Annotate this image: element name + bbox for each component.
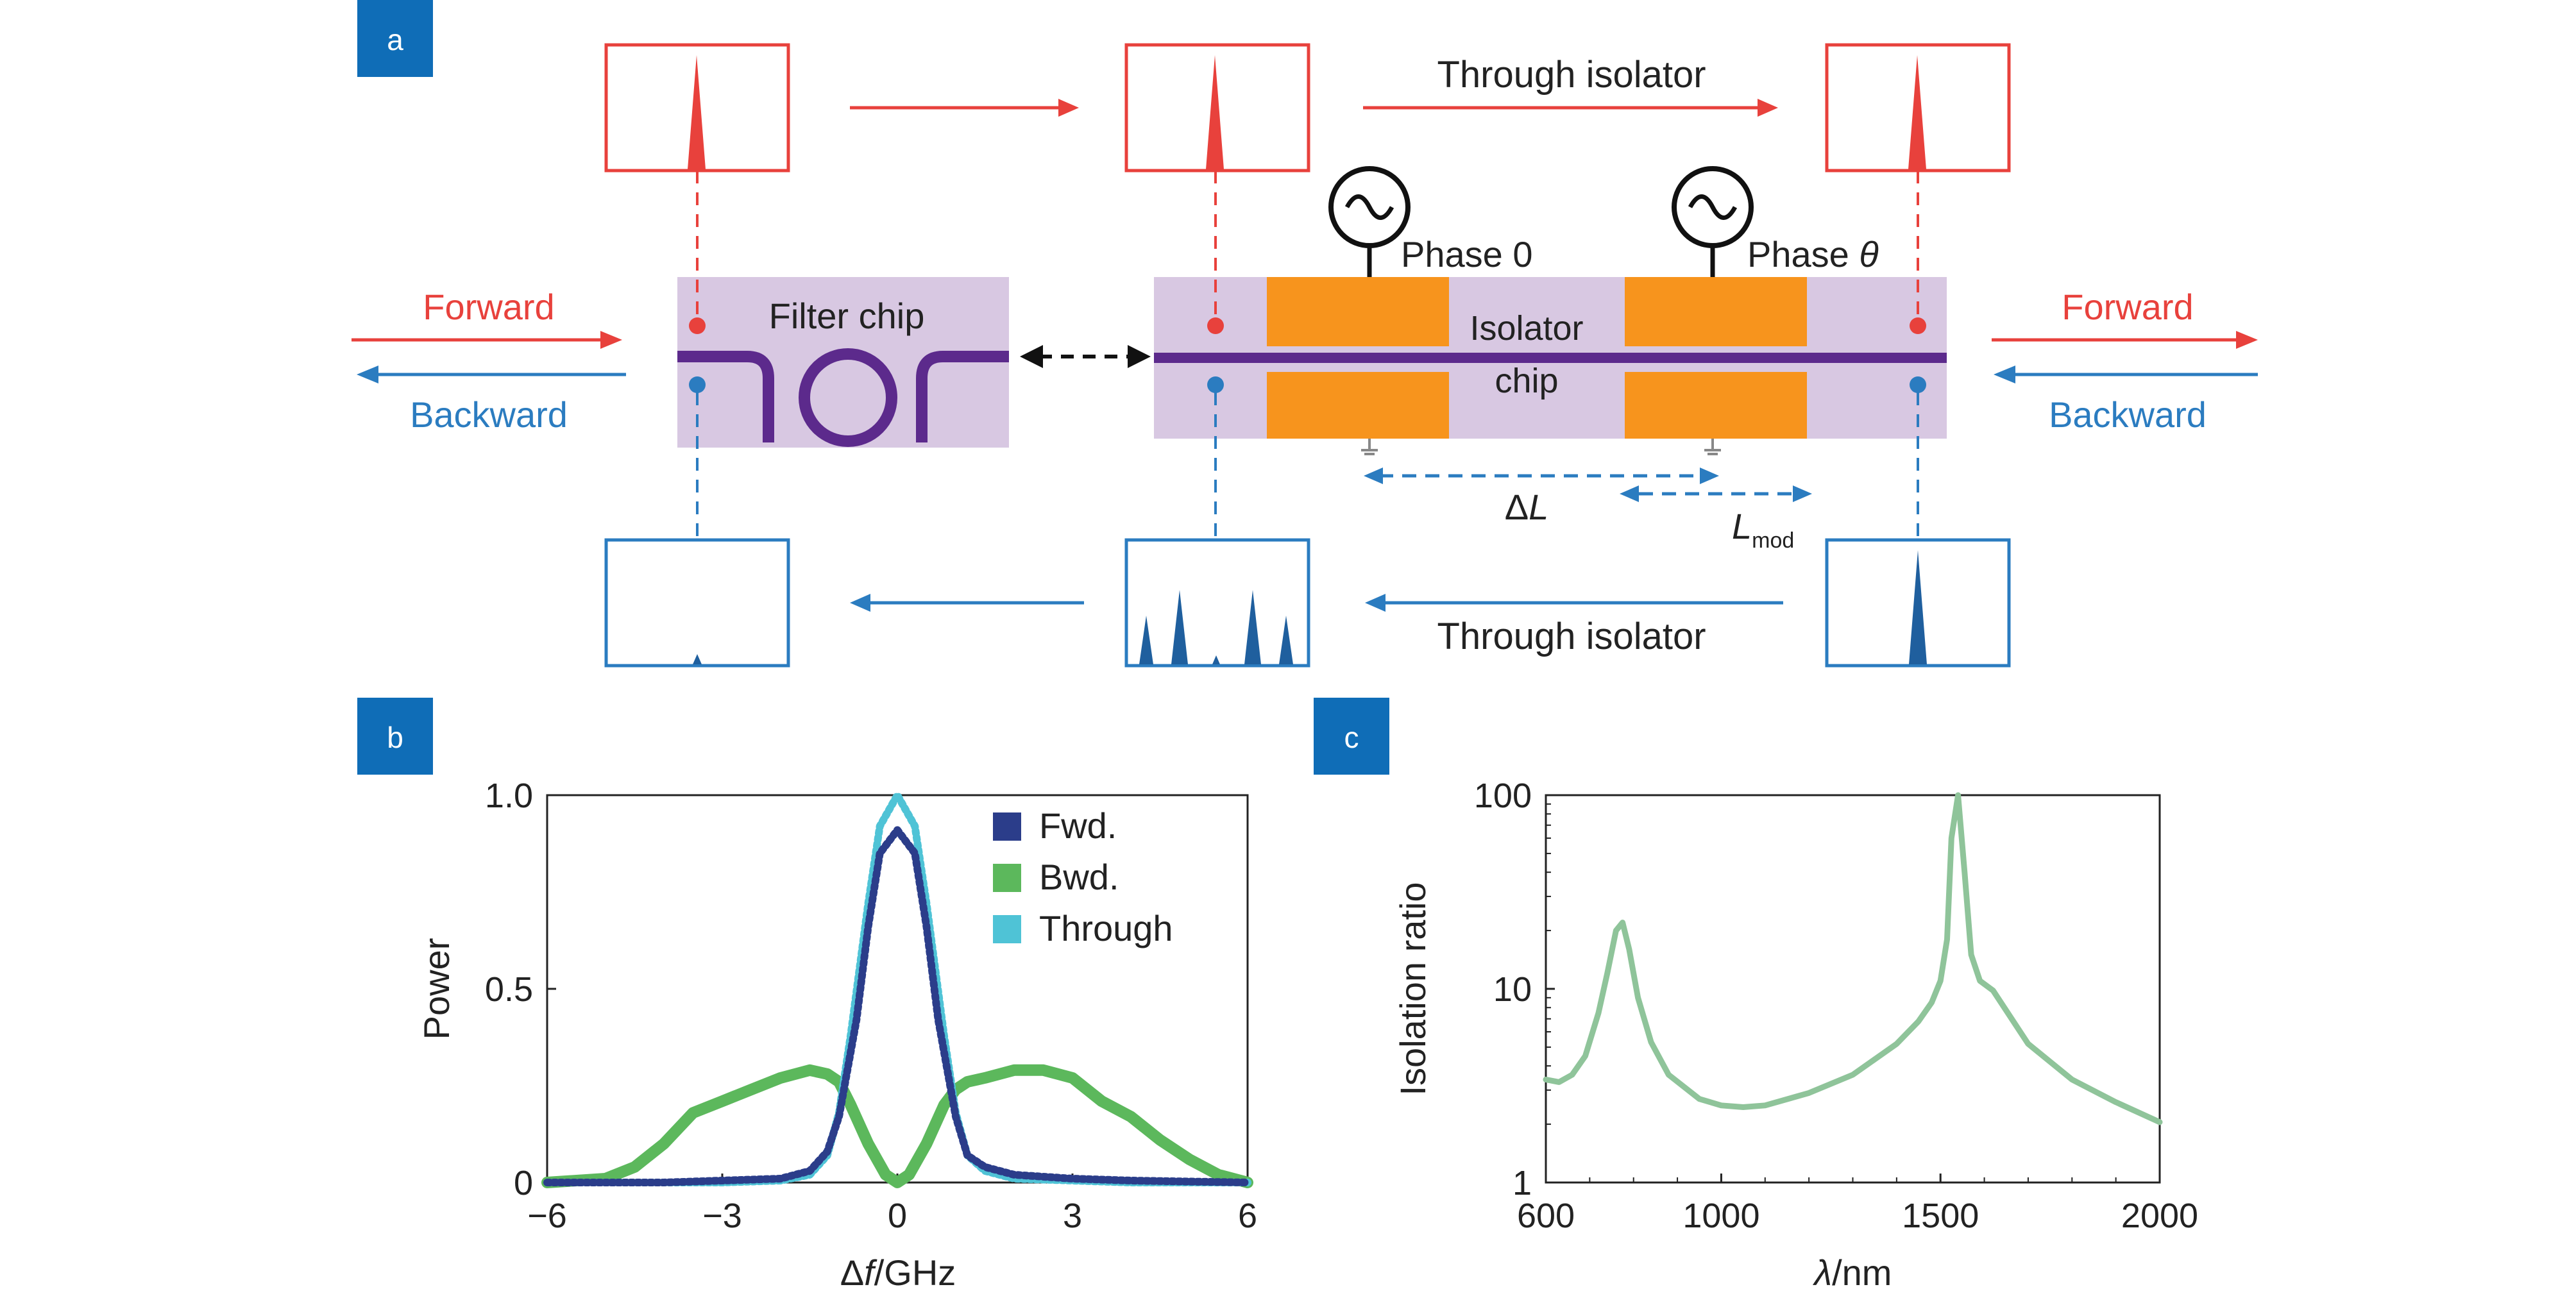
electrode-1-top	[1267, 277, 1449, 346]
chart-b-xtick-label: 6	[1238, 1197, 1257, 1235]
panel-a: a Through isolator Filter chip	[352, 0, 2258, 668]
forward-peak-right	[1908, 55, 1926, 169]
legend-label-through: Through	[1039, 908, 1173, 948]
legend-swatch-through	[993, 915, 1021, 943]
chart-b-series-layer	[541, 791, 1253, 1188]
electrode-1-bottom	[1267, 372, 1449, 439]
probe-lines	[689, 171, 1926, 540]
forward-spectra	[604, 43, 2011, 173]
chart-c-ytick-label: 10	[1493, 970, 1532, 1009]
filter-waveguide-left	[677, 351, 774, 442]
panel-b-tag-box	[357, 698, 433, 775]
filter-waveguide-right	[916, 351, 1009, 442]
backward-spectrum-box-middle	[1124, 538, 1310, 668]
panel-a-tag-box	[357, 0, 433, 77]
forward-top-arrows: Through isolator	[850, 54, 1778, 117]
backward-label-right: Backward	[2049, 394, 2207, 435]
lmod-label: Lmod	[1732, 506, 1794, 553]
panel-b: b −6 −3 0 3 6 0 0.5 1.0 Power Δf/GHz Fwd. Bwd. …	[357, 698, 1257, 1293]
chart-c-ytick-label: 1	[1513, 1164, 1532, 1202]
backward-residual-peak-left	[693, 654, 702, 664]
phase-0-label: Phase 0	[1401, 234, 1533, 274]
chart-b-xtick-label: 0	[888, 1197, 907, 1235]
backward-sidebands-middle	[1139, 590, 1293, 664]
chart-b-series-fwd	[543, 826, 1251, 1186]
chart-c-xtick-label: 600	[1517, 1197, 1575, 1235]
backward-spectrum-box-left	[604, 538, 790, 668]
legend-label-fwd: Fwd.	[1039, 805, 1117, 846]
chart-c-xtick-label: 1500	[1902, 1197, 1979, 1235]
backward-spectra	[604, 538, 2011, 668]
chart-b-legend: Fwd. Bwd. Through	[993, 805, 1173, 948]
chart-b-ytick-label: 0	[514, 1164, 533, 1202]
chart-c-xlabel: λ/nm	[1813, 1252, 1892, 1293]
chart-b-xtick-label: 3	[1063, 1197, 1082, 1235]
chart-b-ytick-label: 1.0	[485, 777, 533, 815]
rf-source-2: Phase θ	[1672, 166, 1879, 277]
forward-peak-middle	[1206, 55, 1224, 169]
backward-spectrum-box-right	[1825, 538, 2011, 668]
length-markers: ΔL Lmod	[1364, 467, 1812, 553]
legend-label-bwd: Bwd.	[1039, 857, 1119, 897]
chart-c-series-layer	[1543, 792, 2163, 1125]
forward-label-left: Forward	[423, 287, 554, 327]
panel-a-tag: a	[387, 23, 403, 56]
electrode-2-bottom	[1625, 372, 1807, 439]
forward-peak-left	[688, 55, 706, 169]
legend-swatch-fwd	[993, 812, 1021, 841]
chart-b-ytick-label: 0.5	[485, 970, 533, 1009]
filter-chip-label: Filter chip	[769, 296, 925, 336]
forward-spectrum-box-middle	[1124, 43, 1310, 173]
backward-bottom-arrows: Through isolator	[850, 594, 1783, 657]
isolator-label-line1: Isolator	[1470, 309, 1583, 348]
electrode-2-top	[1625, 277, 1807, 346]
chart-b-ylabel: Power	[416, 938, 457, 1040]
right-io-arrows: Forward Backward	[1992, 287, 2258, 435]
chart-b-series-bwd	[541, 1064, 1253, 1188]
backward-peak-right	[1909, 550, 1927, 664]
chart-c-ylabel: Isolation ratio	[1393, 882, 1433, 1095]
chart-c-isolation-curve	[1543, 792, 2163, 1125]
panel-c-tag-box	[1314, 698, 1389, 775]
left-io-arrows: Forward Backward	[352, 287, 626, 435]
isolator-chip: Isolator chip	[1154, 277, 1947, 439]
chart-c-xtick-label: 1000	[1682, 1197, 1759, 1235]
chart-c-ytick-label: 100	[1474, 777, 1532, 815]
panel-b-tag: b	[387, 721, 403, 754]
forward-arrow-2-head	[1758, 99, 1778, 117]
isolator-label-line2: chip	[1495, 362, 1558, 400]
filter-chip: Filter chip	[677, 277, 1009, 448]
chart-c-xtick-label: 2000	[2121, 1197, 2198, 1235]
delta-l-label: ΔL	[1505, 487, 1549, 527]
phase-theta-label: Phase θ	[1747, 234, 1879, 274]
panel-c-tag: c	[1344, 721, 1359, 754]
through-isolator-top-label: Through isolator	[1437, 54, 1706, 96]
legend-swatch-bwd	[993, 864, 1021, 892]
chip-coupling-double-arrow	[1020, 345, 1151, 368]
chart-b-xtick-label: −6	[527, 1197, 567, 1235]
filter-ring-resonator	[799, 348, 897, 447]
through-isolator-bottom-label: Through isolator	[1437, 616, 1706, 657]
chart-b-xlabel: Δf/GHz	[840, 1252, 956, 1293]
chart-b-ticks: −6 −3 0 3 6 0 0.5 1.0	[485, 777, 1257, 1235]
ground-icon	[1361, 439, 1721, 455]
backward-label-left: Backward	[410, 394, 568, 435]
chart-c-ticks: 600 1000 1500 2000 1 10 100	[1474, 777, 2198, 1235]
rf-source-1: Phase 0	[1328, 166, 1533, 277]
chart-b-xtick-label: −3	[702, 1197, 742, 1235]
forward-label-right: Forward	[2062, 287, 2193, 327]
forward-arrow-1-head	[1058, 99, 1079, 117]
